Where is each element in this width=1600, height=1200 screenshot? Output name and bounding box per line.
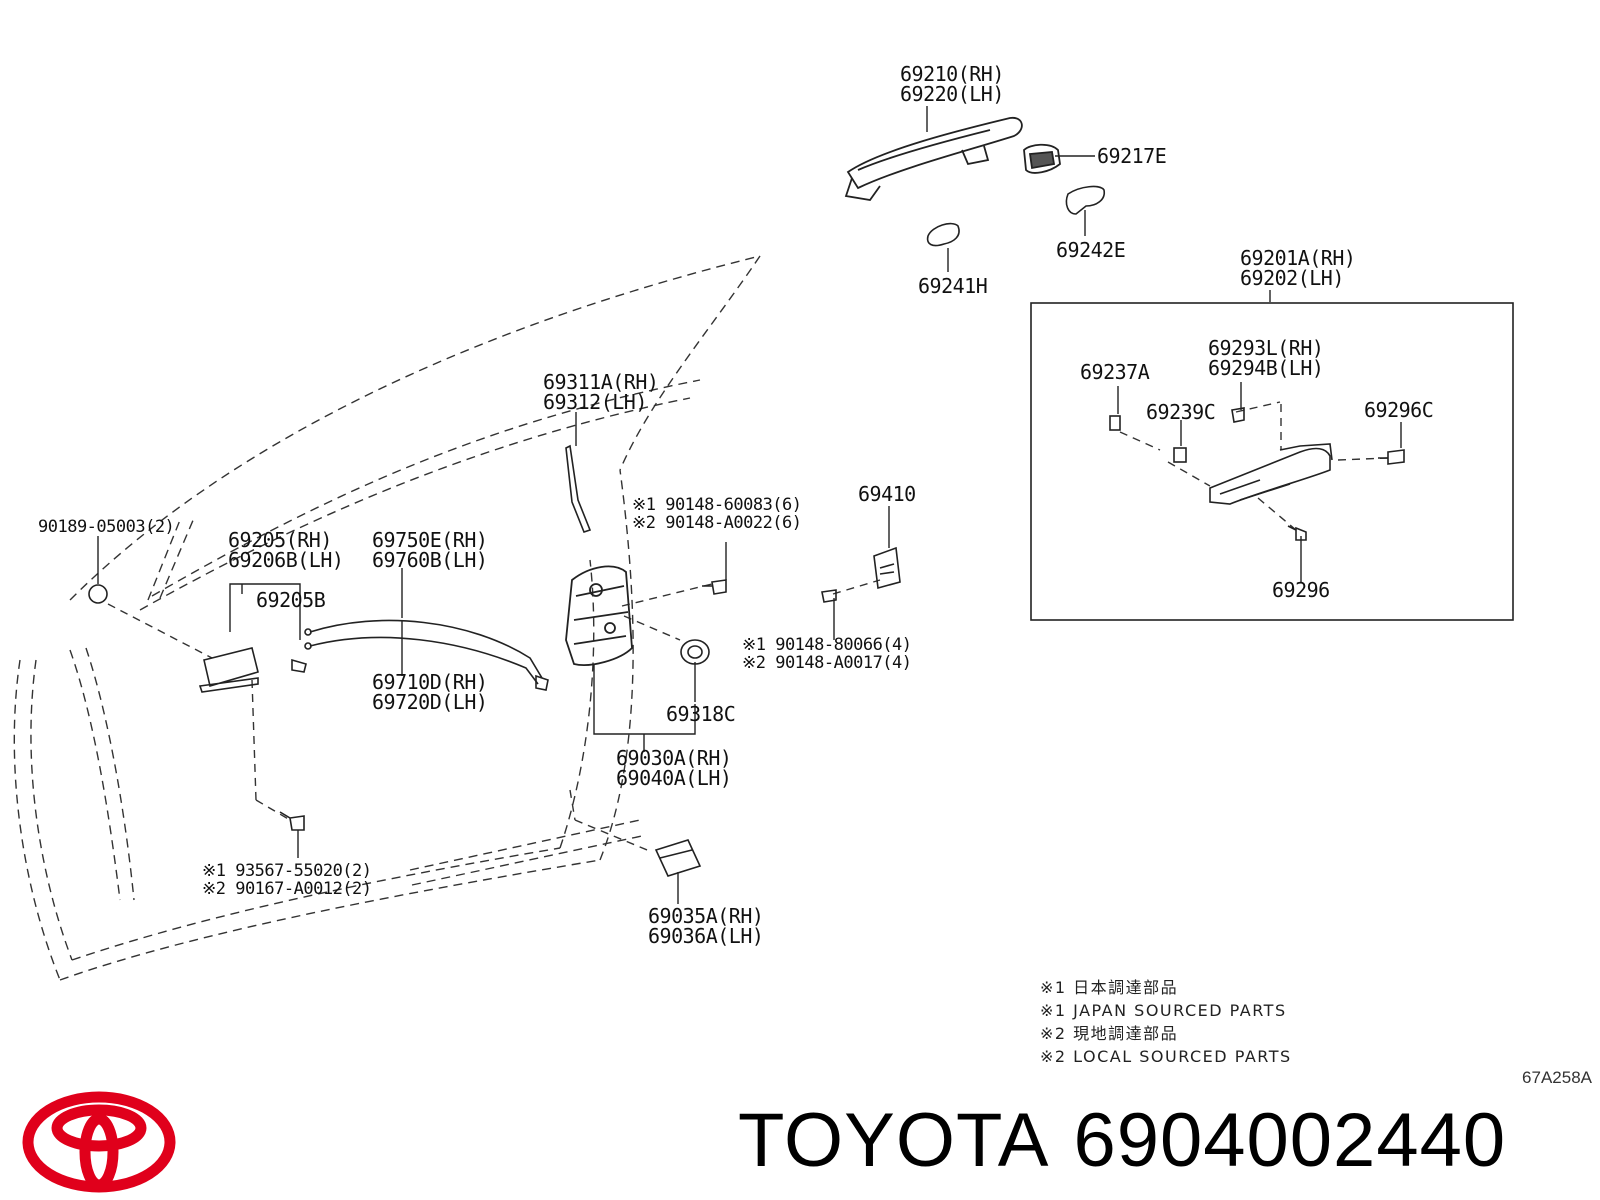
label-screws-top: ※1 90148-60083(6)※2 90148-A0022(6) [632, 495, 802, 533]
note-line: ※2 現地調達部品 [1040, 1024, 1179, 1043]
pad-69241h-part [926, 222, 960, 247]
rod-69293-part [1231, 407, 1245, 423]
label-frame: 69201A(RH)69202(LH) [1240, 246, 1356, 290]
sourcing-notes: ※1 日本調達部品 ※1 JAPAN SOURCED PARTS ※2 現地調達… [1040, 976, 1292, 1068]
note-line: ※1 JAPAN SOURCED PARTS [1040, 1001, 1287, 1020]
label-pad-69241h: 69241H [918, 274, 988, 298]
label-inside-handle: 69205(RH)69206B(LH) [228, 528, 344, 572]
label-screws-bottom: ※1 93567-55020(2)※2 90167-A0012(2) [202, 861, 372, 899]
door-lock-assembly-part [565, 565, 633, 666]
label-screw-69296: 69296 [1272, 578, 1330, 602]
label-pad-69242e: 69242E [1056, 238, 1126, 262]
lock-cover-part [654, 839, 702, 877]
label-clip-90189: 90189-05003(2) [38, 517, 175, 537]
fasteners [88, 407, 1405, 877]
label-key-cylinder-cap: 69217E [1097, 144, 1167, 168]
label-cable-top: 69750E(RH)69760B(LH) [372, 528, 488, 572]
label-clip-69239c: 69239C [1146, 400, 1216, 424]
striker-part [873, 546, 901, 590]
outside-handle-part [844, 117, 1023, 201]
label-cable-bottom: 69710D(RH)69720D(LH) [372, 670, 488, 714]
toyota-logo-icon [22, 1091, 176, 1193]
brand-part-number: TOYOTA 6904002440 [738, 1098, 1506, 1184]
bezel-screw-part [291, 658, 307, 673]
frame-assembly-box [1030, 302, 1514, 621]
frame-part [1209, 443, 1333, 505]
screw-69296-part [1287, 525, 1307, 541]
door-outline [13, 255, 761, 981]
inside-handle-part [198, 647, 259, 693]
screw-bottom-part [279, 811, 305, 831]
diagram-code: 67A258A [1522, 1068, 1592, 1087]
label-rod-69293: 69293L(RH)69294B(LH) [1208, 336, 1324, 380]
screw-top-part [702, 579, 727, 595]
grommet-inner [687, 645, 703, 659]
label-grommet: 69318C [666, 702, 736, 726]
note-line: ※2 LOCAL SOURCED PARTS [1040, 1047, 1292, 1066]
part-number: 6904002440 [1073, 1098, 1507, 1183]
clip-69239c-part [1173, 447, 1187, 463]
pad-69237a-part [1109, 415, 1121, 431]
label-cover: 69035A(RH)69036A(LH) [648, 904, 764, 948]
clip-90189-part [88, 584, 108, 604]
key-cylinder-cap-part [1023, 143, 1061, 174]
screw-striker-part [821, 589, 837, 603]
brand-name: TOYOTA [738, 1098, 1050, 1183]
label-screws-striker: ※1 90148-80066(4)※2 90148-A0017(4) [742, 635, 912, 673]
screw-69296c-part [1378, 449, 1405, 465]
label-pad-69237a: 69237A [1080, 360, 1150, 384]
label-bezel: 69205B [256, 588, 326, 612]
leader-lines [97, 106, 1402, 904]
label-outside-handle: 69210(RH)69220(LH) [900, 62, 1004, 106]
label-lock-assembly: 69030A(RH)69040A(LH) [616, 746, 732, 790]
grommet-part [680, 639, 710, 665]
lock-rod-part [565, 444, 592, 533]
label-striker: 69410 [858, 482, 916, 506]
cables [304, 619, 549, 691]
pad-69242e-part [1065, 185, 1106, 215]
note-line: ※1 日本調達部品 [1040, 978, 1179, 997]
label-lock-rod: 69311A(RH)69312(LH) [543, 370, 659, 414]
label-screw-69296c: 69296C [1364, 398, 1434, 422]
